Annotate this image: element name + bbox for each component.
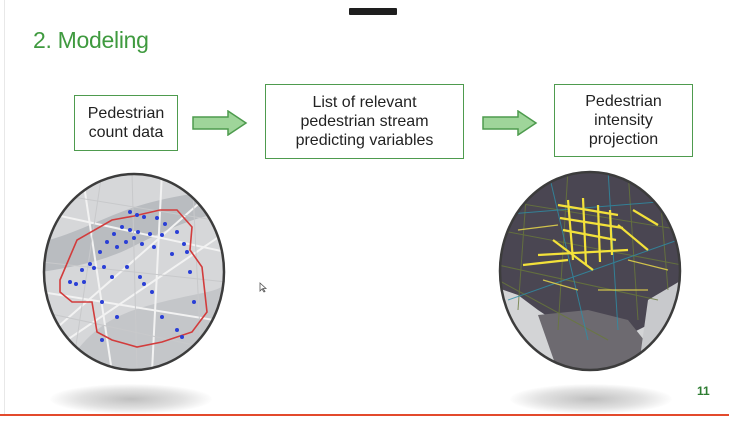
input-box-pedestrian-count: Pedestrian count data <box>74 95 178 151</box>
right-arrow-icon <box>192 110 248 136</box>
right-arrow-icon <box>482 110 538 136</box>
footer-accent-line <box>0 414 729 416</box>
slide-left-edge <box>4 0 5 414</box>
process-box-predicting-variables: List of relevant pedestrian stream predi… <box>265 84 464 159</box>
page-number: 11 <box>697 384 710 398</box>
intensity-projection-map <box>498 170 682 372</box>
output-box-label: Pedestrian intensity projection <box>585 93 662 148</box>
mouse-pointer-icon <box>259 282 268 293</box>
output-box-intensity-projection: Pedestrian intensity projection <box>554 84 693 157</box>
process-box-label: List of relevant pedestrian stream predi… <box>295 94 434 149</box>
count-locations-map <box>42 172 226 372</box>
map-shadow-right <box>510 384 672 414</box>
slide-title: 2. Modeling <box>33 27 149 53</box>
input-box-label: Pedestrian count data <box>87 105 165 141</box>
camera-notch <box>349 8 397 15</box>
map-shadow-left <box>50 384 212 414</box>
